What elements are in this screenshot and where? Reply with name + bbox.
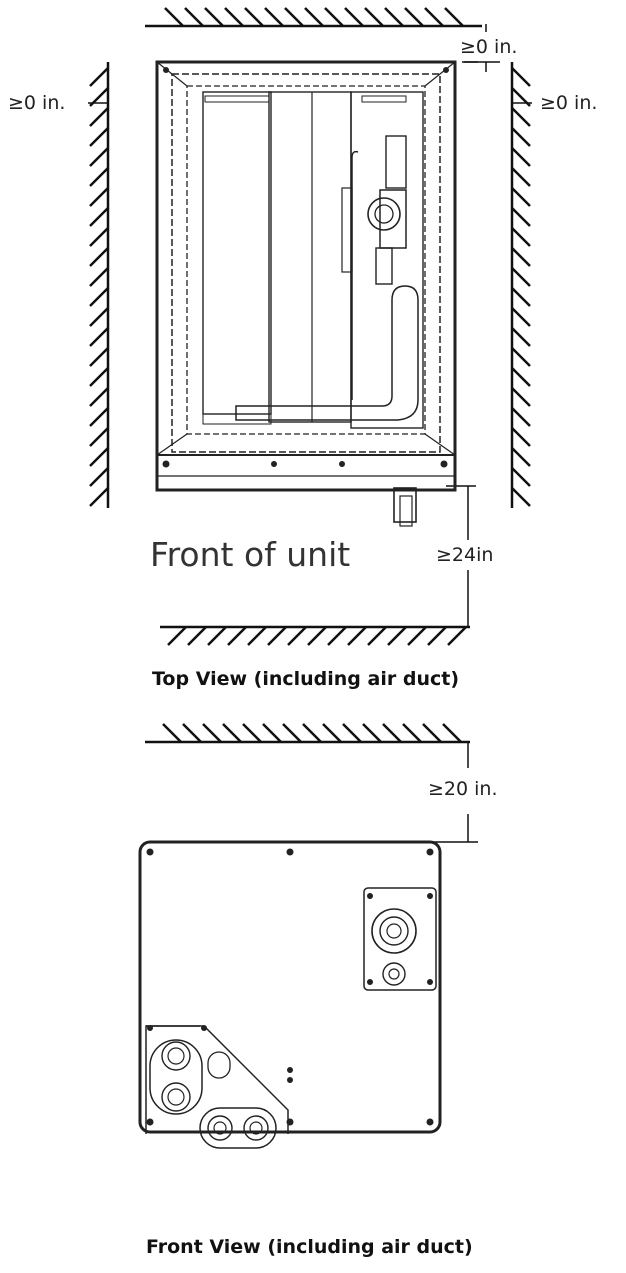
- front-view-top-wall: [145, 723, 470, 744]
- right-wall: [510, 62, 531, 508]
- front-view-unit: [138, 840, 442, 1149]
- top-view-unit: [155, 60, 457, 527]
- top-wall: [145, 7, 482, 28]
- front-wall: [160, 625, 470, 646]
- top-view-caption: Top View (including air duct): [152, 668, 459, 690]
- top-view-dimension-lines: [88, 24, 532, 627]
- left-wall: [89, 62, 110, 508]
- clearance-right-label: ≥0 in.: [540, 92, 598, 114]
- clearance-left-label: ≥0 in.: [8, 92, 66, 114]
- clearance-front-label: ≥24in: [436, 544, 494, 566]
- clearance-top-label: ≥0 in.: [460, 36, 518, 58]
- front-view-clearance-top-label: ≥20 in.: [428, 778, 498, 800]
- front-of-unit-label: Front of unit: [150, 535, 351, 574]
- front-view-caption: Front View (including air duct): [146, 1236, 473, 1258]
